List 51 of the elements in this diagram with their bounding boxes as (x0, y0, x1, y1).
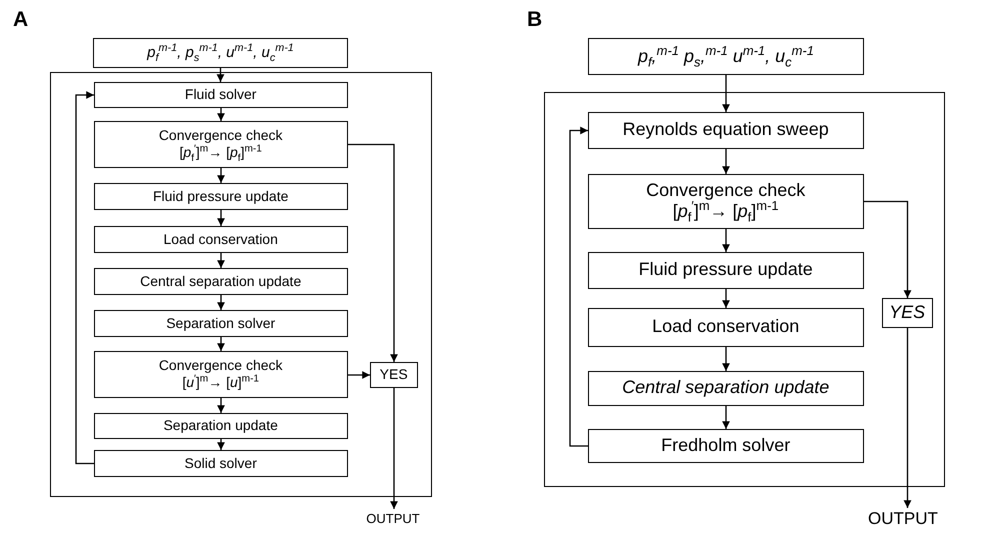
equation-text: [p$_{f}$$^{′}$]$^{m}$→ [p$_{f}$]$^{m-1}$ (180, 144, 262, 161)
arrow (348, 371, 370, 379)
panel-label: B (527, 9, 542, 30)
output-label: OUTPUT (866, 508, 940, 530)
arrow (390, 388, 398, 509)
output-label: OUTPUT (360, 509, 426, 528)
process-box: Load conservation (588, 308, 864, 347)
arrow (722, 406, 730, 429)
process-box: Central separation update (94, 268, 348, 295)
arrow (722, 75, 730, 112)
arrow (864, 200, 912, 298)
heading-text: Convergence check (158, 357, 283, 374)
arrow (217, 108, 225, 121)
arrow (217, 439, 225, 450)
arrow (722, 347, 730, 371)
arrow (217, 337, 225, 351)
process-box (94, 120, 348, 168)
arrow (217, 253, 225, 268)
arrow (217, 398, 225, 413)
equation-text: [p$_{f}$$^{′}$]$^{m}$→ [p$_{f}$]$^{m-1}$ (672, 201, 779, 223)
heading-text: Convergence check (158, 127, 283, 144)
process-box: Load conservation (94, 226, 348, 253)
arrow (217, 210, 225, 226)
process-box: Solid solver (94, 450, 348, 477)
arrow (569, 126, 588, 447)
process-box: Reynolds equation sweep (588, 112, 864, 149)
arrow (722, 289, 730, 308)
process-box: Fluid pressure update (588, 252, 864, 289)
equation-text: [u$^{′}$]$^{m}$→ [u]$^{m-1}$ (182, 374, 260, 391)
process-box (94, 350, 348, 398)
arrow (722, 229, 730, 252)
yes-box: YES (370, 362, 418, 388)
loop-frame (544, 92, 945, 487)
arrow (216, 68, 224, 82)
heading-text: Convergence check (646, 180, 806, 201)
panel-label: A (13, 9, 28, 30)
process-box: Central separation update (588, 370, 864, 406)
process-box: Fredholm solver (588, 428, 864, 463)
arrow (904, 328, 912, 508)
process-box: Fluid solver (94, 82, 348, 108)
process-box: Separation update (94, 412, 348, 439)
yes-box: YES (882, 298, 933, 328)
process-box (588, 174, 864, 229)
process-box: Separation solver (94, 310, 348, 337)
arrow (722, 149, 730, 174)
arrow (217, 295, 225, 310)
process-box: Fluid pressure update (94, 182, 348, 210)
arrow (75, 91, 94, 464)
arrow (217, 168, 225, 183)
arrow (348, 144, 398, 362)
loop-frame (50, 72, 432, 497)
